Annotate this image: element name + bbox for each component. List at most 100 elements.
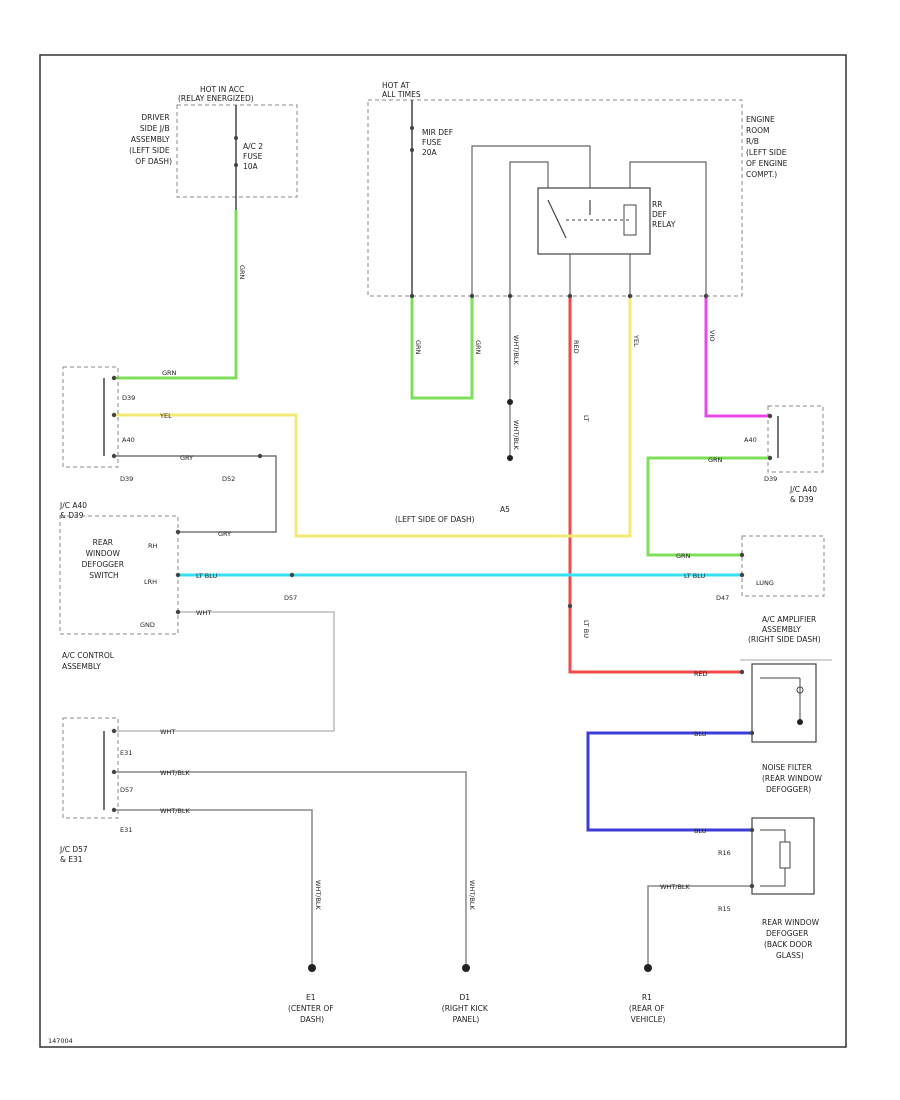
ac-control-box [59, 515, 179, 635]
wire-label-whtblk: WHT/BLK [160, 769, 191, 777]
wht-wire [114, 611, 335, 732]
relay-contact [547, 199, 567, 239]
wire-label-grn: GRN [676, 552, 691, 560]
wire-label-whtblk: WHT/BLK [512, 335, 520, 366]
wire-label-whtblk: WHT/BLK [314, 880, 322, 911]
wire-label-wht: WHT [160, 728, 175, 736]
conn-label-a40: A40 [744, 436, 757, 444]
grn-wire-loop [410, 296, 474, 400]
grn-wire-acc [114, 210, 238, 380]
pin-label-rh: RH [148, 542, 158, 550]
blu-wire [586, 731, 752, 832]
fuse-terminal [410, 126, 414, 130]
wire-label-yel: YEL [632, 334, 640, 347]
ac2-fuse-label: A/C 2 FUSE 10A [243, 142, 265, 171]
ground-point-a5 [507, 399, 513, 405]
hot-all-times-label: HOT AT ALL TIMES [382, 81, 421, 99]
red-wire [568, 296, 742, 674]
wire-label-ltbu: LT BU [582, 620, 590, 638]
engine-room-rb-label: ENGINE ROOM R/B (LEFT SIDE OF ENGINE COM… [746, 115, 790, 179]
ground-point-e1 [308, 964, 316, 972]
conn-label-d52: D52 [222, 475, 235, 483]
terminal-dots [111, 293, 773, 889]
gry-wire [114, 455, 277, 533]
rear-defogger-label: REAR WINDOW DEFOGGER (BACK DOOR GLASS) [762, 918, 821, 960]
conn-label-d39: D39 [122, 394, 135, 402]
wht-blk-wire-d1 [114, 771, 467, 968]
jc-a40-d39-left-label: J/C A40 & D39 [59, 501, 89, 520]
yel-wire [114, 296, 632, 538]
ground-point-r1 [644, 964, 652, 972]
wire-label-grn: GRN [474, 340, 482, 355]
internal-wire [629, 161, 707, 296]
ground-e1-label: E1 (CENTER OF DASH) [288, 993, 336, 1024]
ground-point-d1 [462, 964, 470, 972]
fuse-terminal [234, 163, 238, 167]
wire-label-blu: BLU [694, 827, 707, 835]
hot-acc-label: HOT IN ACC (RELAY ENERGIZED) [178, 85, 254, 103]
conn-label-d47: D47 [716, 594, 729, 602]
wire-label-grn: GRN [414, 340, 422, 355]
defogger-link [760, 829, 786, 842]
grn-wire-right [646, 456, 770, 557]
noise-filter-box [751, 663, 817, 743]
wht-blk-wire-r1 [647, 885, 752, 968]
jc-a40-d39-left-box [62, 366, 119, 468]
wire-label-gry: GRY [218, 530, 231, 538]
ground-r1-label: R1 (REAR OF VEHICLE) [629, 993, 667, 1024]
wire-label-whtblk: WHT/BLK [512, 420, 520, 451]
wire-label-yel: YEL [159, 412, 172, 420]
a5-label: A5 (LEFT SIDE OF DASH) [395, 505, 512, 524]
noise-filter-cap [796, 686, 804, 694]
rear-defogger-box [751, 817, 815, 895]
ground-point-a5 [507, 455, 513, 461]
rr-def-relay-box [537, 187, 651, 255]
wire-label-red: RED [694, 670, 708, 678]
pin-label-gnd: GND [140, 621, 155, 629]
defogger-element [779, 841, 791, 869]
vio-wire [704, 296, 770, 418]
ground-symbol [797, 719, 803, 725]
mirdef-fuse-label: MIR DEF FUSE 20A [422, 128, 456, 157]
wire-label-ltblu: LT BLU [684, 572, 706, 580]
internal-wire [471, 145, 591, 296]
conn-label-r16: R16 [718, 849, 731, 857]
wire-label-ltblu: LT BLU [196, 572, 218, 580]
ground-d1-label: D1 (RIGHT KICK PANEL) [442, 993, 490, 1024]
noise-filter-label: NOISE FILTER (REAR WINDOW DEFOGGER) [762, 763, 824, 794]
conn-label-d39: D39 [764, 475, 777, 483]
conn-label-d57: D57 [284, 594, 297, 602]
wire-label-vio: VIO [708, 330, 716, 341]
wire-label-grn: GRN [238, 265, 246, 280]
engine-room-rb-box [367, 99, 743, 297]
wire-label-blu: BLU [694, 730, 707, 738]
jc-a40-d39-right-box [767, 405, 824, 473]
conn-label-a40: A40 [122, 436, 135, 444]
wire-label-lt: LT [582, 415, 590, 422]
ac-amplifier-connector [741, 535, 825, 597]
wire-label-gry: GRY [180, 454, 193, 462]
wire-label-red: RED [572, 340, 580, 354]
defogger-link [760, 868, 786, 887]
driver-jb-label: DRIVER SIDE J/B ASSEMBLY (LEFT SIDE OF D… [129, 113, 172, 166]
wire-label-whtblk: WHT/BLK [468, 880, 476, 911]
wire-label-grn: GRN [708, 456, 723, 464]
jc-a40-d39-right-label: J/C A40 & D39 [789, 485, 819, 504]
wht-blk-wire-e1 [114, 809, 313, 968]
relay-coil [623, 204, 637, 236]
pin-label-lung: LUNG [756, 579, 774, 587]
rear-window-switch-label: REAR WINDOW DEFOGGER SWITCH [82, 538, 127, 580]
conn-label-d39: D39 [120, 475, 133, 483]
ac-amplifier-label: A/C AMPLIFIER ASSEMBLY (RIGHT SIDE DASH) [748, 615, 821, 644]
wire-label-whtblk: WHT/BLK [660, 883, 691, 891]
jc-d57-e31-label: J/C D57 & E31 [59, 845, 90, 864]
conn-label-e31: E31 [120, 826, 132, 834]
wire-label-whtblk: WHT/BLK [160, 807, 191, 815]
driver-jb-box [176, 104, 298, 198]
rr-def-relay-label: RR DEF RELAY [652, 200, 676, 229]
conn-label-r15: R15 [718, 905, 731, 913]
fuse-terminal [234, 136, 238, 140]
diagram-id: 147004 [48, 1037, 73, 1045]
wire-label-wht: WHT [196, 609, 211, 617]
